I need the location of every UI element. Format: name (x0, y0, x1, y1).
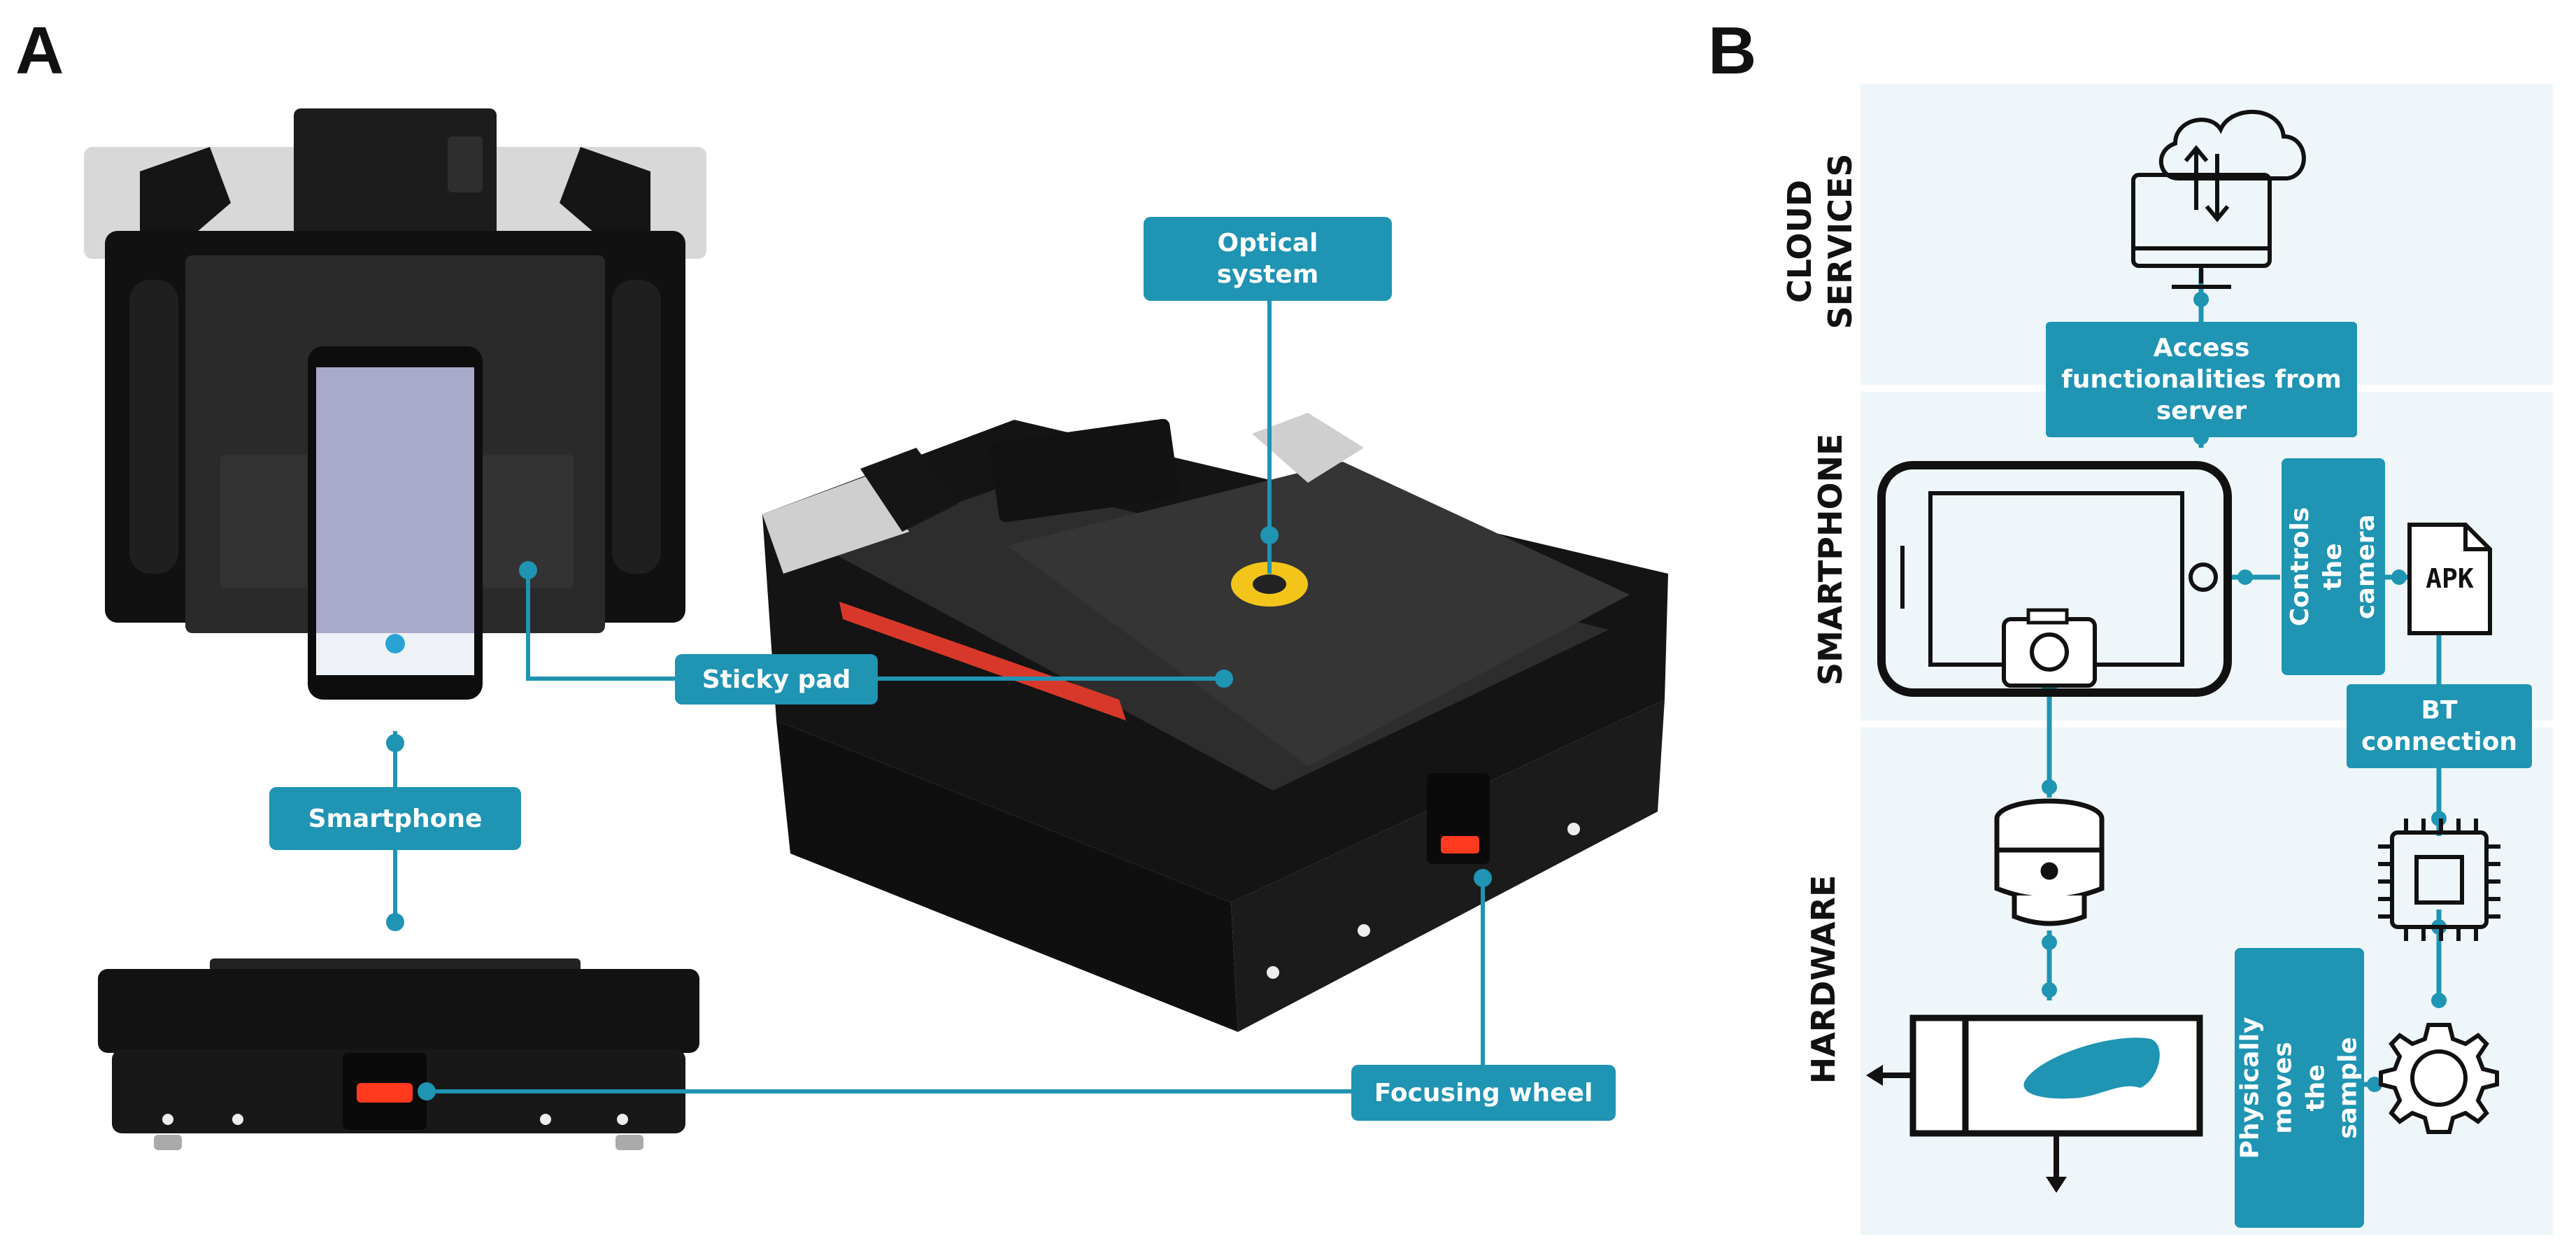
apk-file-icon (2407, 523, 2492, 635)
device-photos (84, 108, 1668, 1150)
access-functionalities-tag: Access functionalities from server (2046, 322, 2357, 437)
smartphone-tag: Smartphone (269, 787, 521, 850)
physically-moves-text: Physically moves the sample (2235, 1017, 2363, 1159)
cloud-monitor-icon (2131, 109, 2306, 289)
optical-system-tag: Optical system (1144, 217, 1392, 301)
camera-icon (2002, 608, 2097, 688)
physically-moves-tag: Physically moves the sample (2235, 948, 2364, 1228)
sample-slide-icon (1866, 1014, 2203, 1193)
gear-icon (2379, 1023, 2499, 1134)
device-perspective-view (762, 413, 1668, 1032)
device-front-view (98, 958, 699, 1150)
bt-connection-tag: BT connection (2347, 684, 2532, 768)
sticky-pad-tag: Sticky pad (675, 654, 878, 705)
apk-label: APK (2426, 563, 2474, 594)
controls-camera-text: Controls the camera (2285, 507, 2380, 627)
device-top-view (84, 108, 706, 700)
microchip-icon (2378, 819, 2500, 941)
focusing-wheel-tag: Focusing wheel (1351, 1065, 1616, 1121)
panel-label-a: A (15, 13, 64, 88)
panel-label-b: B (1708, 13, 1757, 88)
lens-icon (1994, 798, 2105, 926)
controls-camera-tag: Controls the camera (2282, 458, 2385, 675)
callout-dots (386, 526, 1492, 1100)
